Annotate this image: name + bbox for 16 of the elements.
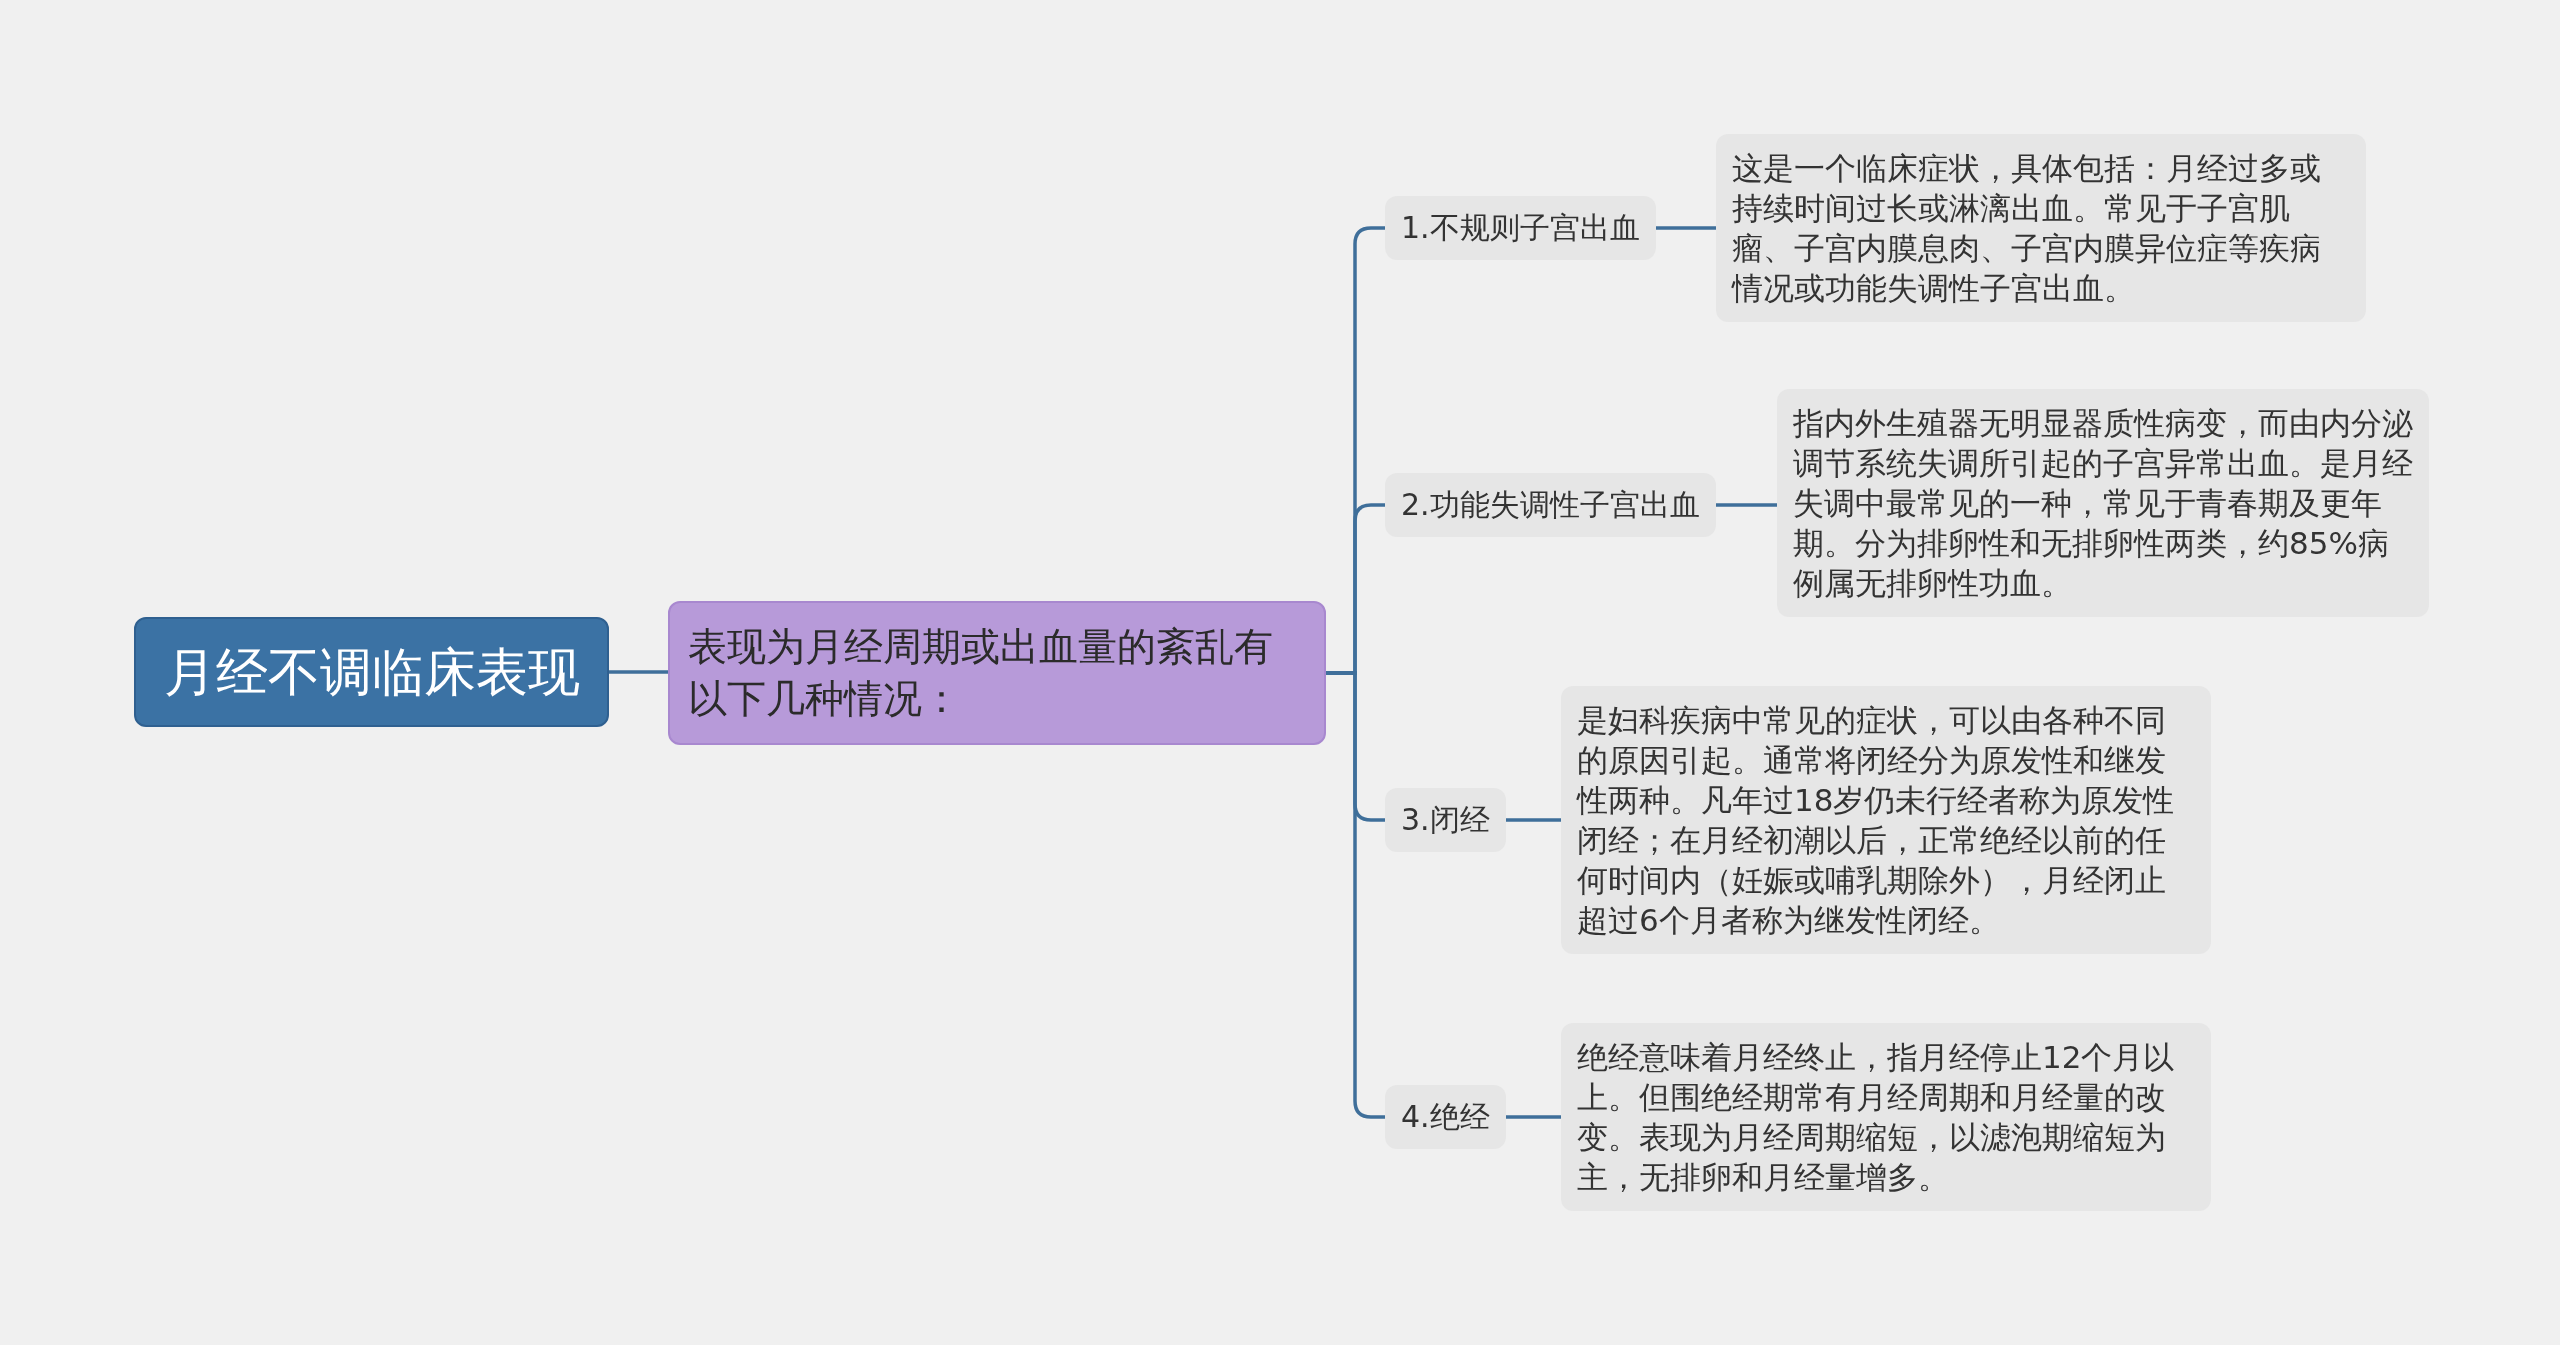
subtopic-box: 1.不规则子宫出血 [1385,196,1656,260]
detail-box: 绝经意味着月经终止，指月经停止12个月以上。但围绝经期常有月经周期和月经量的改变。表现为月经周期缩短，以滤泡期缩短为主，无排卵和月经量增多。 [1561,1023,2211,1211]
main-topic-box: 表现为月经周期或出血量的紊乱有以下几种情况： [668,601,1326,745]
subtopic-box: 3.闭经 [1385,788,1506,852]
root-topic-box: 月经不调临床表现 [134,617,609,727]
connector-line [1326,671,1385,1119]
subtopic-box: 4.绝经 [1385,1085,1506,1149]
detail-box: 这是一个临床症状，具体包括：月经过多或持续时间过长或淋漓出血。常见于子宫肌瘤、子宫内膜息肉、子宫内膜异位症等疾病情况或功能失调性子宫出血。 [1716,134,2366,322]
connector-line [609,670,668,674]
detail-box: 是妇科疾病中常见的症状，可以由各种不同的原因引起。通常将闭经分为原发性和继发性两种。凡年过18岁仍未行经者称为原发性闭经；在月经初潮以后，正常绝经以前的任何时间内（妊娠或哺乳期除外），月经闭止超过6个月者称为继发性闭经。 [1561,686,2211,954]
subtopic-box: 2.功能失调性子宫出血 [1385,473,1716,537]
detail-box: 指内外生殖器无明显器质性病变，而由内分泌调节系统失调所引起的子宫异常出血。是月经失调中最常见的一种，常见于青春期及更年期。分为排卵性和无排卵性两类，约85%病例属无排卵性功血。 [1777,389,2429,617]
connector-line [1505,1115,1561,1119]
connector-line [1655,226,1716,230]
connector-line [1505,818,1561,822]
connector-line [1715,503,1777,507]
